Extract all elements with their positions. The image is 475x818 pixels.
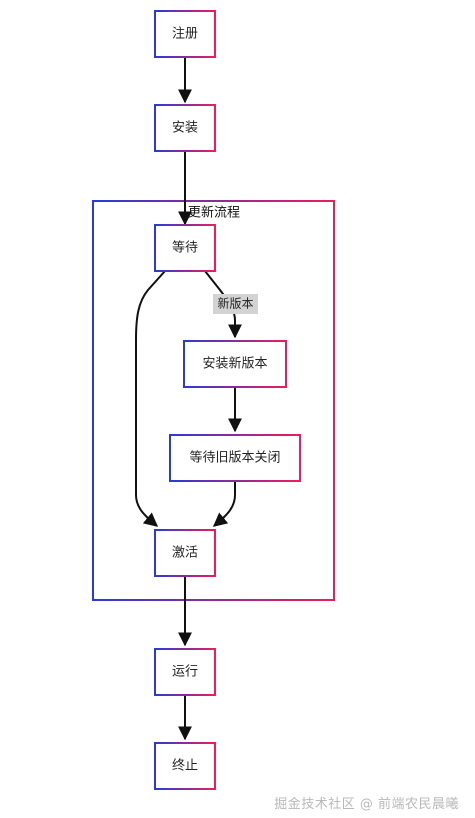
node-register-label: 注册 [172, 27, 198, 42]
node-terminate[interactable]: 终止 [154, 742, 216, 790]
group-title: 更新流程 [188, 205, 240, 221]
node-install[interactable]: 安装 [154, 104, 216, 152]
node-activate[interactable]: 激活 [154, 529, 216, 577]
node-install-label: 安装 [172, 121, 198, 136]
edge-wait-activate [135, 270, 166, 527]
node-wait-old-version-close-label: 等待旧版本关闭 [189, 450, 280, 466]
node-install-new-version[interactable]: 安装新版本 [183, 340, 287, 388]
edge-wait-old-activate [212, 482, 236, 527]
node-terminate-label: 终止 [172, 758, 198, 774]
node-activate-label: 激活 [172, 546, 198, 561]
node-wait-label: 等待 [172, 240, 198, 256]
node-register[interactable]: 注册 [154, 10, 216, 58]
node-run[interactable]: 运行 [154, 648, 216, 696]
watermark: 掘金技术社区 @ 前端农民晨曦 [274, 797, 459, 812]
edge-label-new-version: 新版本 [217, 296, 253, 311]
update-process-group [92, 200, 335, 601]
node-install-new-version-label: 安装新版本 [202, 356, 267, 372]
node-wait[interactable]: 等待 [154, 224, 216, 272]
node-wait-old-version-close[interactable]: 等待旧版本关闭 [169, 434, 301, 482]
edges [135, 57, 242, 741]
edge-label-background [213, 294, 258, 314]
node-run-label: 运行 [172, 665, 198, 680]
